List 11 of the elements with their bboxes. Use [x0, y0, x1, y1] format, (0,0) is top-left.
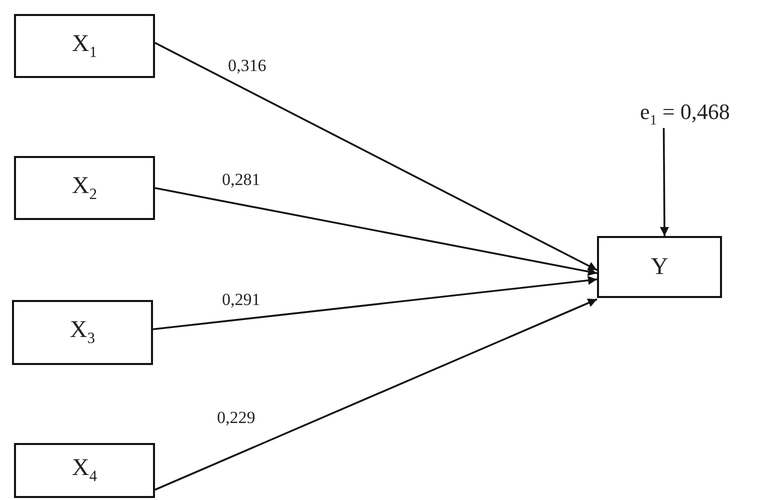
- arrow: [154, 298, 598, 491]
- variable-box: Y: [597, 236, 722, 298]
- variable-box: X$_{3}$: [12, 300, 153, 365]
- arrow: [154, 42, 598, 271]
- variable-box: X$_{4}$: [14, 443, 155, 498]
- variable-box: X$_{2}$: [14, 156, 155, 220]
- arrow: [154, 187, 598, 276]
- error-term-label: e$_{1}$ = 0,468: [640, 100, 772, 128]
- arrow: [660, 128, 669, 236]
- variable-box: X$_{1}$: [14, 14, 155, 78]
- arrow: [152, 276, 598, 330]
